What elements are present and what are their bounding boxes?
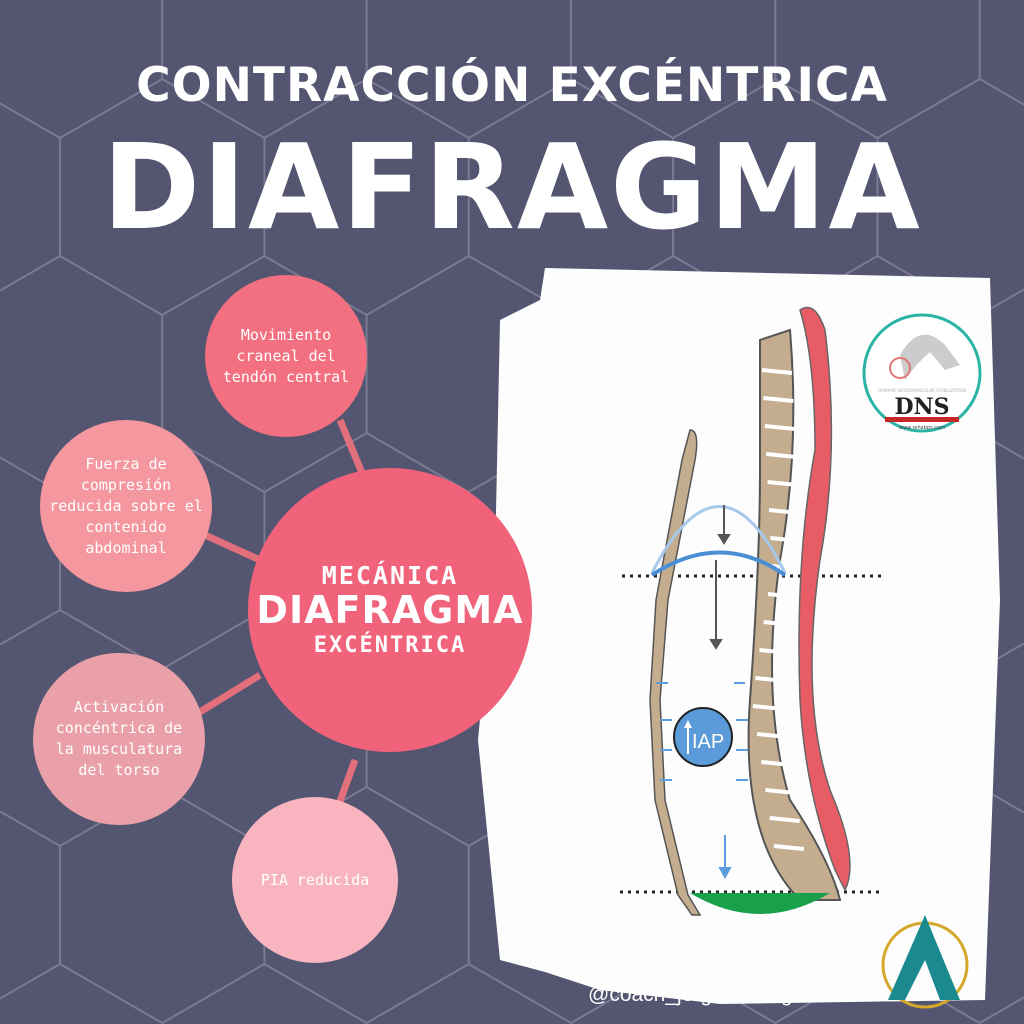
center-line3: EXCÉNTRICA bbox=[313, 632, 467, 658]
disc bbox=[763, 620, 794, 627]
disc bbox=[759, 648, 790, 655]
logo-brand: DNS bbox=[894, 394, 949, 420]
node-text: Activación concéntrica de la musculatura… bbox=[55, 698, 183, 779]
node-text: Movimiento craneal del tendón central bbox=[222, 325, 350, 386]
disc bbox=[767, 592, 799, 599]
up-arrow-icon bbox=[684, 720, 692, 728]
disc bbox=[765, 788, 796, 795]
pelvic-floor bbox=[690, 893, 830, 914]
center-line1: MECÁNICA bbox=[321, 560, 459, 590]
logo-subtitle: DYNAMIC NEUROMUSCULAR STABILIZATION bbox=[878, 388, 966, 393]
disc bbox=[752, 704, 784, 711]
disc bbox=[768, 508, 800, 515]
disc bbox=[766, 452, 797, 459]
vertebral-discs bbox=[752, 368, 805, 851]
node-fuerza-compresion: Fuerza de compresión reducida sobre el c… bbox=[40, 420, 212, 592]
spinal-muscle bbox=[798, 306, 851, 892]
subtitle-heading: CONTRACCIÓN EXCÉNTRICA bbox=[136, 58, 888, 113]
disc bbox=[767, 480, 798, 487]
disc bbox=[773, 844, 805, 851]
pressure-arrows bbox=[656, 682, 748, 880]
abdominal-wall bbox=[649, 429, 702, 916]
node-pia-reducida: PIA reducida bbox=[232, 797, 398, 963]
diaphragm-contracted bbox=[650, 550, 787, 577]
disc bbox=[761, 760, 792, 767]
node-text: PIA reducida bbox=[260, 870, 370, 889]
main-title: DIAFRAGMA bbox=[102, 118, 922, 256]
disc bbox=[763, 396, 794, 403]
logo-url: www.rehabps.com bbox=[899, 425, 945, 431]
dns-logo: DYNAMIC NEUROMUSCULAR STABILIZATION DNS … bbox=[862, 313, 982, 433]
disc bbox=[771, 564, 803, 571]
white-brush-panel bbox=[478, 268, 1000, 1004]
node-text: Fuerza de compresión reducida sobre el c… bbox=[49, 454, 203, 557]
disc bbox=[770, 536, 801, 543]
center-line2: DIAFRAGMA bbox=[256, 587, 524, 632]
diaphragm-relaxed bbox=[650, 505, 787, 574]
node-movimiento-craneal: Movimiento craneal del tendón central bbox=[205, 275, 367, 437]
disc bbox=[761, 368, 793, 375]
center-node: MECÁNICA DIAFRAGMA EXCÉNTRICA bbox=[248, 468, 532, 752]
disc bbox=[769, 816, 800, 823]
disc bbox=[755, 676, 786, 683]
instagram-handle: @coach_jorgedomingo bbox=[588, 983, 805, 1006]
iap-label: IAP bbox=[692, 731, 724, 753]
coach-logo bbox=[881, 915, 969, 1009]
disc bbox=[756, 732, 788, 739]
descent-arrows bbox=[709, 505, 731, 650]
node-activacion-concentrica: Activación concéntrica de la musculatura… bbox=[33, 653, 205, 825]
disc bbox=[764, 424, 795, 431]
